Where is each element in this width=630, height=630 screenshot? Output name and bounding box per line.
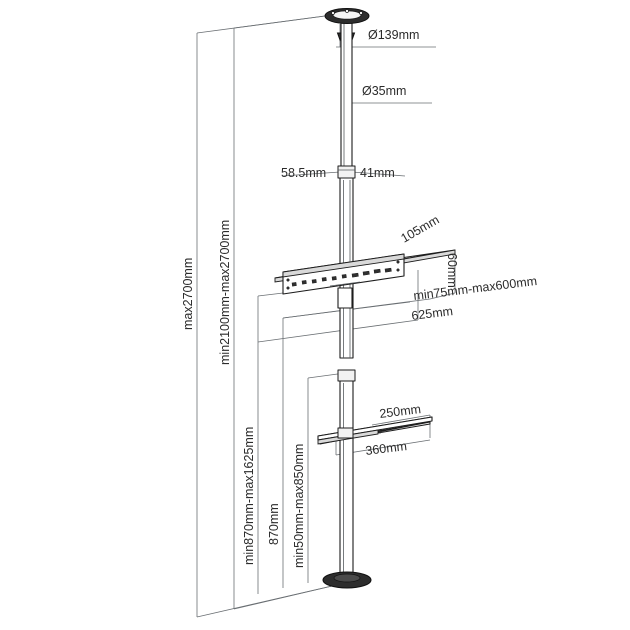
dim-line-625 [257,319,419,343]
label-range-2100-2700: min2100mm-max2700mm [218,220,232,365]
floor-base-plate-inner [333,573,361,583]
ceiling-plate-hole [345,9,349,13]
upper-pole-tube [340,17,353,177]
label-shelf-360: 360mm [365,439,408,458]
dimension-labels: Ø139mm Ø35mm 58.5mm 41mm 105mm 60mm min7… [181,28,538,568]
bracket-small-hole [396,260,400,264]
bracket-hole [291,282,297,287]
shelf-pole-collar [337,427,354,439]
bracket-rail-bevel [282,253,405,278]
bracket-hole [311,279,317,284]
label-range-870-1625: min870mm-max1625mm [242,427,256,565]
bracket-hole [331,276,337,281]
label-dia139: Ø139mm [368,28,419,42]
bracket-hole [351,272,359,278]
bottom-diagonal-baseline-2 [233,582,346,610]
label-shelf-250: 250mm [379,402,422,421]
label-dia35: Ø35mm [362,84,406,98]
dim-ext-60-bottom [429,292,456,300]
label-max-2700: max2700mm [181,258,195,330]
bracket-rail-holes [286,260,400,290]
dim-leader-58 [281,171,341,177]
shelf-plate-body [317,416,433,441]
bracket-small-hole [286,278,290,282]
top-diagonal-guide-2 [233,13,341,29]
bracket-small-hole [396,268,400,272]
shelf-hole [378,430,382,434]
outer-dimension-frame [196,13,346,618]
bracket-pole-clamp [337,287,353,309]
label-width-625: 625mm [411,304,454,323]
pole-adjustment-collar [337,165,356,179]
clamp-guide [329,281,361,287]
label-range-50-850: min50mm-max850mm [292,444,306,568]
ceiling-plate-hole [331,11,335,15]
label-height-60: 60mm [445,253,459,288]
label-range-75-600: min75mm-max600mm [413,274,538,303]
dim-leader-41 [351,171,406,177]
accessory-shelf [317,416,433,445]
ceiling-plate-hole [359,11,363,15]
lower-pole-tube [339,380,354,577]
dim-line-75-600 [282,298,431,319]
bracket-hole [341,274,347,279]
lower-pole-collar [337,369,356,382]
label-height-870: 870mm [267,503,281,545]
bracket-hole [321,277,327,282]
label-depth-105: 105mm [399,213,442,246]
bracket-hole [362,270,370,276]
label-collar-58: 58.5mm [281,166,326,180]
bracket-hole [384,267,392,273]
tv-mounting-bracket [274,249,456,309]
bracket-hole [373,268,381,274]
dim-line-250 [371,414,431,426]
bracket-hole [301,280,307,285]
bracket-small-hole [286,286,290,290]
label-collar-41: 41mm [360,166,395,180]
